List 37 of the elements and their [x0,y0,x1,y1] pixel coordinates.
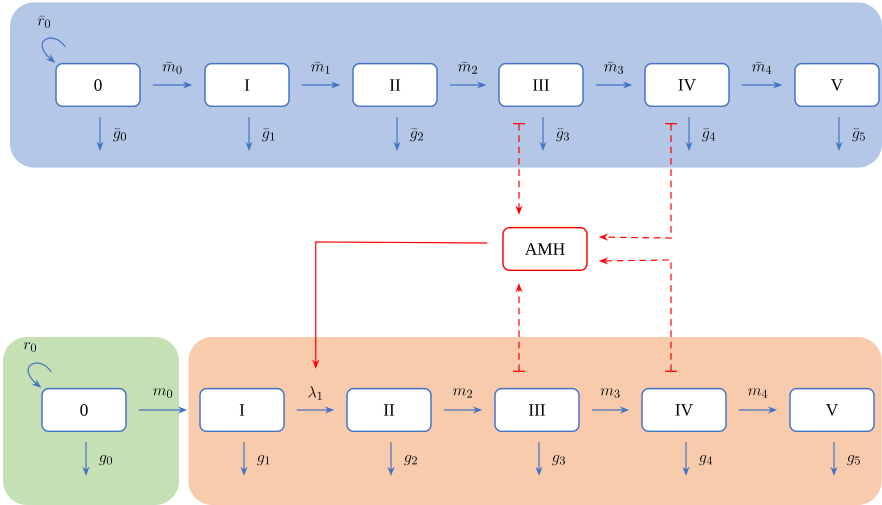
edge-label: $g_1$ [257,454,270,466]
edge-label: $g_2$ [404,454,417,466]
edge-label: $\bar{m}_1$ [311,62,330,74]
stage-box: III [494,388,580,432]
stage-box: 0 [55,62,141,108]
edge-label: $\lambda_1$ [308,386,322,400]
stage-box: II [352,62,438,108]
hormone-box: AMH [502,226,588,272]
stage-box: I [199,388,285,432]
edge-label: $r_0$ [24,342,36,352]
edge-label: $m_2$ [453,388,472,398]
edge-label: $\bar{g}_4$ [702,128,716,142]
stage-box: IV [644,62,730,108]
edge-label: $\bar{m}_2$ [458,62,477,74]
edge-label: $g_3$ [552,454,565,466]
stage-box: 0 [41,388,127,432]
edge-label: $g_4$ [699,454,712,466]
edge-label: $\bar{m}_3$ [604,62,624,74]
edge-label: $m_0$ [153,388,172,398]
edge-label: $\bar{r}_0$ [38,16,50,28]
edge-label: $\bar{g}_0$ [113,128,126,142]
stage-box: II [346,388,432,432]
edge-label: $\bar{g}_2$ [410,128,423,142]
edge-label: $\bar{m}_4$ [752,62,772,74]
stage-box: IV [641,388,727,432]
edge-label: $g_0$ [99,454,112,466]
edge-label: $\bar{g}_5$ [852,128,865,142]
edge-label: $m_4$ [748,388,768,398]
stage-box: V [789,388,875,432]
stage-box: III [498,62,584,108]
edge-label: $\bar{g}_3$ [556,128,569,142]
edge-label: $\bar{g}_1$ [262,128,275,142]
edge-label: $\bar{m}_0$ [162,62,182,74]
edge-label: $g_5$ [847,454,860,466]
stage-box: I [204,62,290,108]
stage-box: V [794,62,880,108]
edge-label: $m_3$ [600,388,620,398]
